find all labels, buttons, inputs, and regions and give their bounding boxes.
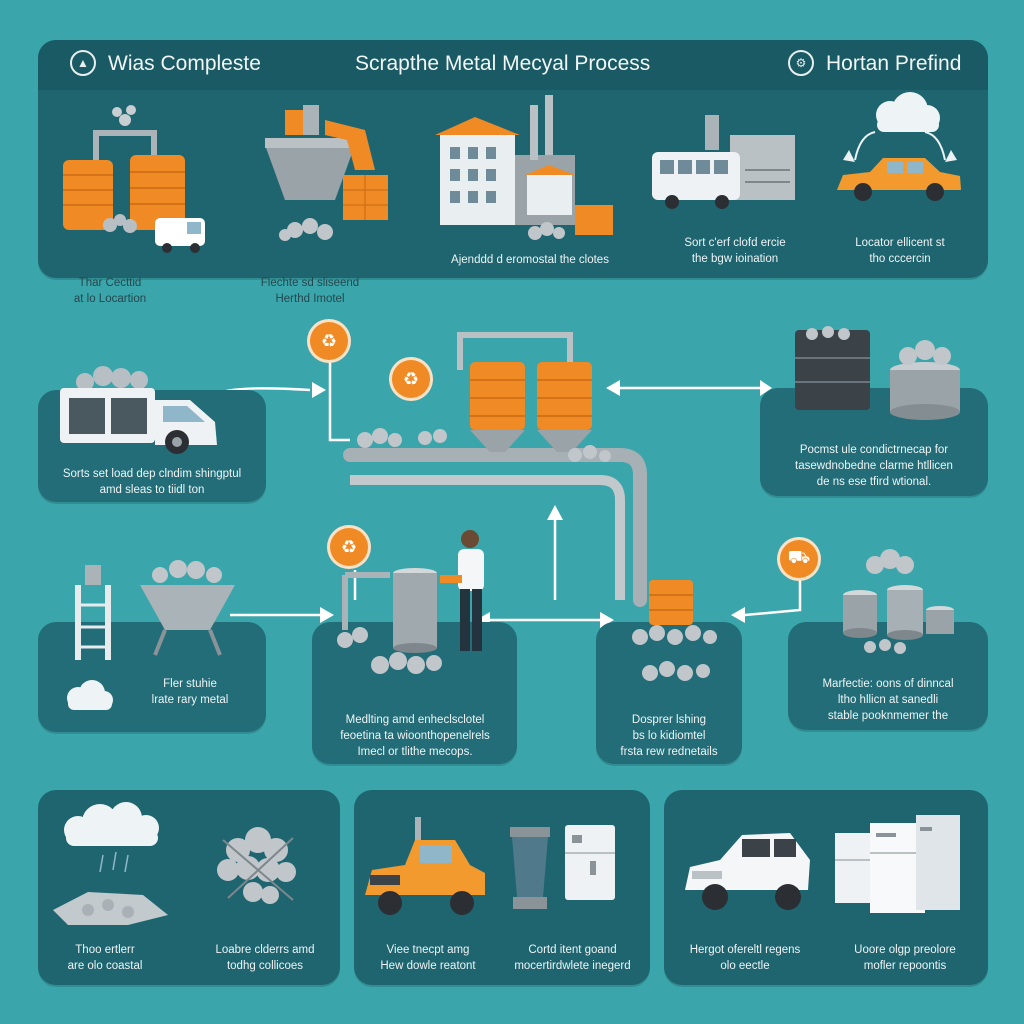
- melting-silos-illustration: [357, 362, 611, 462]
- reuse-illustration: [685, 815, 960, 913]
- recycle-icon: ♻: [330, 528, 368, 566]
- truck-icon: ⛟: [780, 540, 818, 578]
- melting-worker-illustration: [337, 530, 484, 674]
- products-illustration: [365, 817, 615, 915]
- hopper-illustration: [265, 105, 388, 241]
- top-caption-3: Ajenddd d eromostal the clotes: [451, 254, 609, 266]
- pouring-panel: [596, 622, 742, 764]
- bins-illustration: [795, 326, 960, 420]
- crusher-illustration: [75, 560, 235, 660]
- top-header-bar: [38, 40, 988, 90]
- truck-illustration: [60, 366, 217, 454]
- recycle-icon: ♻: [392, 360, 430, 398]
- factory-icon: ▲: [70, 50, 96, 76]
- header-left-title: Wias Compleste: [108, 52, 261, 75]
- header-center-title: Scrapthe Metal Mecyal Process: [355, 52, 651, 75]
- recycle-icon: ♻: [310, 322, 348, 360]
- cans-illustration: [843, 549, 954, 654]
- gear-icon: ⚙: [788, 50, 814, 76]
- pouring-illustration: [632, 580, 717, 681]
- car-cloud-illustration: [837, 92, 961, 201]
- bus-factory-illustration: [652, 115, 795, 209]
- silos-illustration: [63, 105, 205, 253]
- cloud-icon: [67, 680, 113, 710]
- factory-building-illustration: [435, 95, 613, 240]
- header-right-title: Hortan Prefind: [826, 52, 962, 75]
- waste-illustration: [53, 802, 296, 925]
